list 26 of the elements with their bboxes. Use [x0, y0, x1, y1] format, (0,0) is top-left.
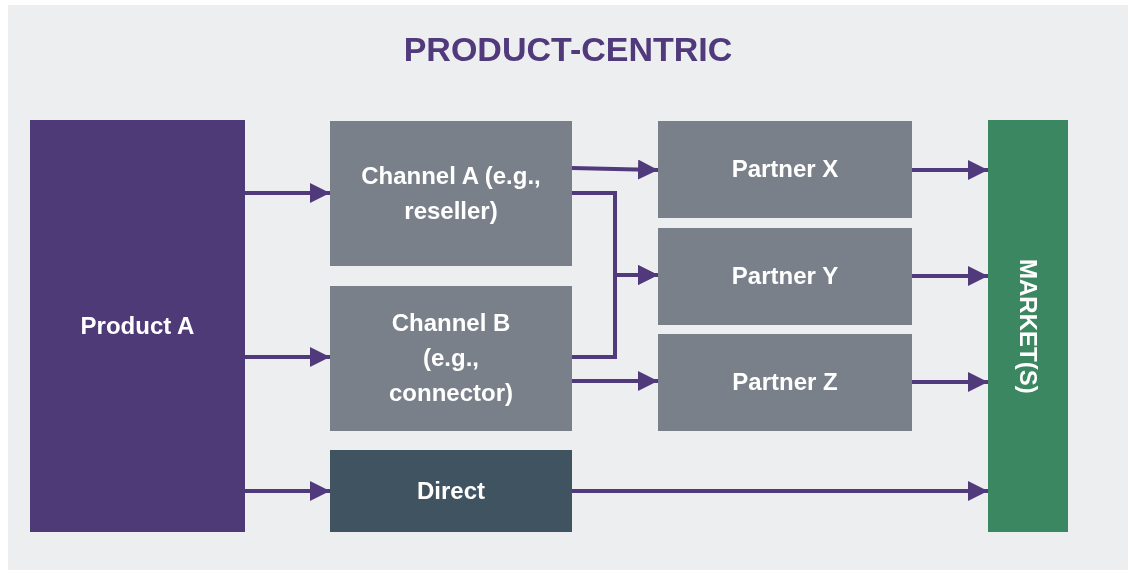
node-label: Direct — [417, 475, 485, 506]
arrow — [572, 371, 658, 391]
node-label: Product A — [80, 310, 195, 341]
node-label: Partner Z — [732, 367, 838, 398]
channel-box — [330, 121, 572, 266]
node-label: Channel A (e.g., reseller) — [360, 160, 542, 226]
partner-box — [658, 228, 912, 325]
channel-box — [330, 450, 572, 532]
partner-box — [658, 121, 912, 218]
arrow — [571, 159, 659, 180]
node-label: MARKET(S) — [1014, 258, 1044, 394]
arrow — [245, 347, 330, 367]
channel-box — [330, 286, 572, 431]
title: PRODUCT-CENTRIC — [402, 30, 734, 69]
node-label: Partner Y — [731, 261, 839, 292]
node-label: Partner X — [731, 154, 839, 185]
market-bar — [988, 120, 1068, 532]
arrow — [245, 481, 330, 501]
arrow — [912, 160, 988, 180]
arrow — [912, 372, 988, 392]
partner-box — [658, 334, 912, 431]
arrow — [245, 183, 330, 203]
arrow — [572, 481, 988, 501]
product-box — [30, 120, 245, 532]
arrow — [912, 266, 988, 286]
node-label: Channel B (e.g., connector) — [388, 308, 514, 408]
